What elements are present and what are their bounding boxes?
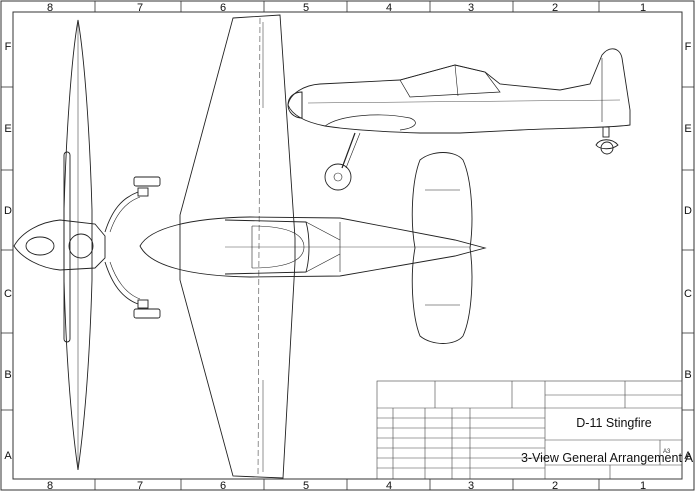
col-label: 4: [386, 2, 392, 14]
tail-wheel: [600, 141, 614, 155]
side-main-gear-strut: [341, 132, 356, 169]
col-label: 6: [220, 480, 226, 491]
horizontal-tail: [411, 152, 473, 344]
col-label: 7: [137, 2, 143, 14]
column-ticks: [94, 1, 600, 490]
top-fuselage: [139, 216, 487, 278]
cowling: [13, 219, 106, 271]
row-label: C: [684, 288, 692, 300]
top-wing: [179, 14, 296, 479]
column-labels-top: 8 7 6 5 4 3 2 1: [47, 2, 646, 14]
row-ticks: [1, 86, 694, 411]
propeller-blade: [63, 151, 71, 343]
col-label: 8: [47, 2, 53, 14]
col-label: 6: [220, 2, 226, 14]
col-label: 3: [468, 480, 474, 491]
row-label: D: [684, 205, 692, 217]
side-main-wheel: [324, 163, 352, 191]
row-label: A: [4, 450, 12, 462]
gear-leg-lower: [104, 261, 139, 305]
row-label: E: [4, 123, 11, 135]
col-label: 4: [386, 480, 392, 491]
side-fuselage: [287, 48, 631, 134]
row-label: C: [4, 288, 12, 300]
col-label: 5: [303, 480, 309, 491]
side-view: [287, 48, 631, 191]
side-wing-root: [324, 114, 416, 131]
row-label: F: [5, 41, 12, 53]
wheel-bottom: [133, 308, 161, 319]
row-label: B: [684, 369, 691, 381]
col-label: 7: [137, 480, 143, 491]
col-label: 8: [47, 480, 53, 491]
col-label: 5: [303, 2, 309, 14]
row-labels-left: F E D C B A: [4, 41, 12, 462]
col-label: 1: [640, 2, 646, 14]
spinner-circle: [68, 233, 94, 259]
col-label: 2: [552, 480, 558, 491]
top-view: [139, 14, 487, 479]
inner-border: [12, 11, 683, 480]
col-label: 1: [640, 480, 646, 491]
title-block: [376, 380, 683, 480]
part-title: D-11 Stingfire: [576, 416, 652, 430]
tail-wheel-fairing: [595, 139, 619, 150]
side-canopy: [399, 64, 501, 98]
sheet-size: A3: [663, 449, 671, 455]
column-labels-bottom: 8 7 6 5 4 3 2 1: [47, 480, 646, 491]
wheel-hub-bottom: [137, 299, 149, 309]
row-label: B: [4, 369, 11, 381]
row-label: A: [684, 450, 692, 462]
drawing-title: 3-View General Arrangement A: [521, 451, 694, 465]
col-label: 3: [468, 2, 474, 14]
row-label: E: [684, 123, 691, 135]
tail-wheel-strut: [602, 126, 610, 138]
row-label: F: [685, 41, 692, 53]
row-label: D: [4, 205, 12, 217]
spinner: [25, 236, 55, 256]
front-wing: [63, 19, 93, 471]
row-labels-right: F E D C B A: [684, 41, 692, 462]
gear-leg-upper: [104, 191, 139, 233]
front-view: [13, 19, 161, 471]
wheel-hub-top: [137, 187, 149, 197]
wheel-top: [133, 176, 161, 187]
col-label: 2: [552, 2, 558, 14]
